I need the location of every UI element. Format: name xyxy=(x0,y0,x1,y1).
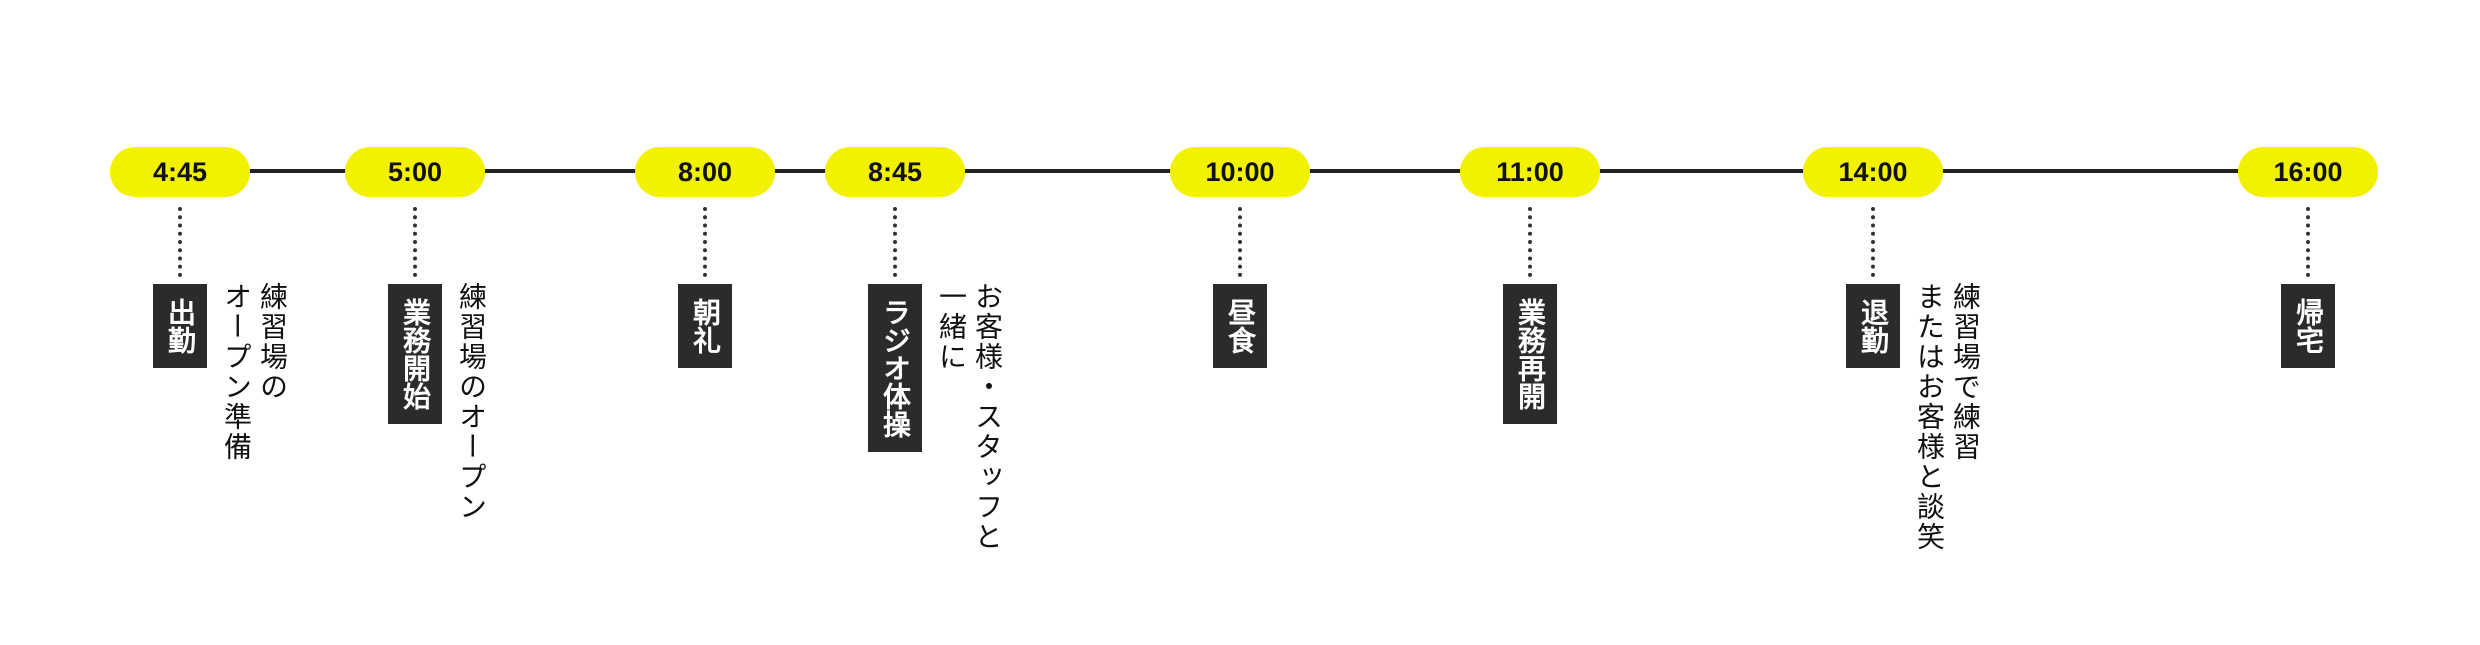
time-pill: 4:45 xyxy=(110,147,250,197)
dotted-connector xyxy=(1238,207,1242,277)
time-pill: 10:00 xyxy=(1170,147,1310,197)
event-note: お客様・スタッフと 一緒に xyxy=(935,282,1004,552)
event-label: 出勤 xyxy=(153,284,207,368)
event-note: 練習場のオープン xyxy=(455,282,488,522)
event-label: 業務再開 xyxy=(1503,284,1557,424)
time-pill: 8:00 xyxy=(635,147,775,197)
event-label: 朝礼 xyxy=(678,284,732,368)
dotted-connector xyxy=(893,207,897,277)
dotted-connector xyxy=(178,207,182,277)
event-label: 業務開始 xyxy=(388,284,442,424)
event-label: 帰宅 xyxy=(2281,284,2335,368)
time-pill: 11:00 xyxy=(1460,147,1600,197)
time-pill: 5:00 xyxy=(345,147,485,197)
time-pill: 16:00 xyxy=(2238,147,2378,197)
dotted-connector xyxy=(413,207,417,277)
dotted-connector xyxy=(1528,207,1532,277)
event-label: ラジオ体操 xyxy=(868,284,922,452)
event-label: 昼食 xyxy=(1213,284,1267,368)
event-label: 退勤 xyxy=(1846,284,1900,368)
dotted-connector xyxy=(2306,207,2310,277)
time-pill: 8:45 xyxy=(825,147,965,197)
dotted-connector xyxy=(703,207,707,277)
event-note: 練習場で練習 またはお客様と談笑 xyxy=(1913,282,1982,552)
dotted-connector xyxy=(1871,207,1875,277)
event-note: 練習場の オープン準備 xyxy=(220,282,289,462)
time-pill: 14:00 xyxy=(1803,147,1943,197)
